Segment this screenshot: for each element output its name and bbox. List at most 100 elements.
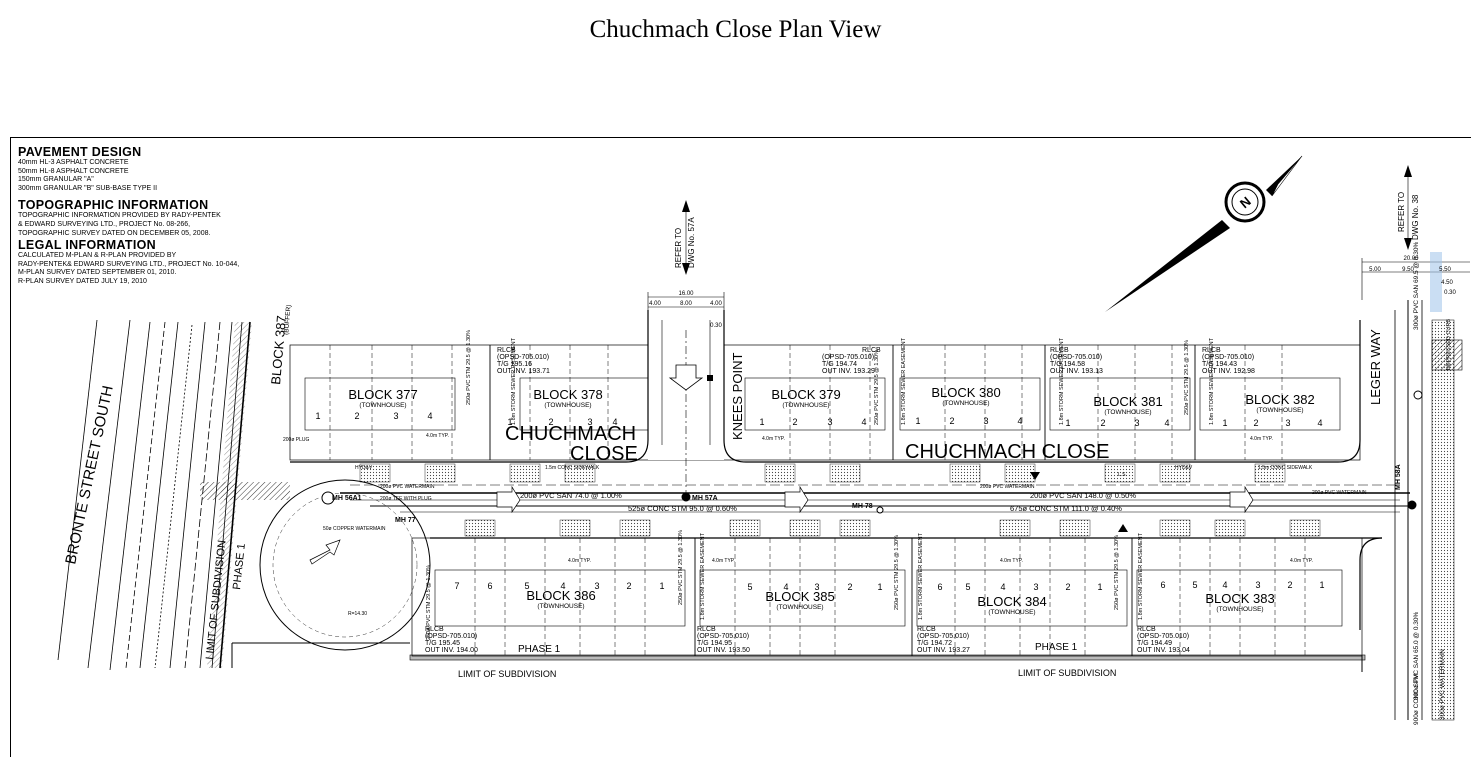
lot-number: 4 xyxy=(1222,580,1227,590)
north-block-names: BLOCK 377 BLOCK 378 BLOCK 379 BLOCK 380 … xyxy=(348,385,1314,409)
knees-point-flow-arrow xyxy=(668,364,704,391)
topo-line: & EDWARD SURVEYING LTD., PROJECT No. 08-… xyxy=(18,220,191,228)
lot-number: 6 xyxy=(937,582,942,592)
service-labels: 200ø PVC WATERMAIN 200ø PVC WATERMAIN 20… xyxy=(283,433,1367,617)
lot-number: 3 xyxy=(814,582,819,592)
dim-45: 4.50 xyxy=(1441,280,1453,286)
block-377-name: BLOCK 377 xyxy=(348,387,417,402)
leger-way-pipe-labels: 300ø PVC SAN 69.5 @ 0.30% 300ø PVC SAN 6… xyxy=(1413,242,1446,725)
south-block-names: BLOCK 386 BLOCK 385 BLOCK 384 BLOCK 383 xyxy=(526,588,1274,609)
entrance-hatch xyxy=(200,482,290,500)
north-lot-numbers: 1 2 3 4 1 2 3 4 1 2 3 4 1 2 3 4 1 2 3 4 … xyxy=(315,411,1322,428)
lot-number: 1 xyxy=(877,582,882,592)
pavement-line: 40mm HL-3 ASPHALT CONCRETE xyxy=(18,159,129,166)
lot-number: 6 xyxy=(1160,580,1165,590)
leger-way-curb-west xyxy=(1337,320,1361,463)
lot-number: 1 xyxy=(759,417,764,427)
rlcb-top-grate: T/G 194.72 xyxy=(917,640,952,647)
pavement-line: 300mm GRANULAR "B" SUB-BASE TYPE II xyxy=(18,184,158,192)
lateral-label: 250ø PVC STM 29.5 @ 1.30% xyxy=(466,330,472,405)
rlcb-spec: (OPSD-705.010) xyxy=(1050,354,1102,361)
lot-number: 6 xyxy=(487,581,492,591)
leger-san-label: 300ø PVC SAN 69.5 @ 0.30% xyxy=(1413,242,1420,330)
limit-of-subdivision-east: LIMIT OF SUBDIVISION xyxy=(1018,668,1116,678)
lot-number: 1 xyxy=(315,411,320,421)
lot-number: 3 xyxy=(1285,418,1290,428)
lot-number: 1 xyxy=(1222,418,1227,428)
lot-number: 3 xyxy=(594,581,599,591)
lot-number: 5 xyxy=(1192,580,1197,590)
driveway-pads xyxy=(359,463,1321,537)
north-block-boundaries xyxy=(489,345,1196,460)
knees-point-west-curb xyxy=(625,310,649,463)
rlcb-top-grate: T/G 194.74 xyxy=(822,361,857,368)
south-building-envelopes xyxy=(434,569,1343,627)
buffer-label: (BUFFER) xyxy=(283,304,293,335)
dim-8: 8.00 xyxy=(680,301,692,307)
rlcb-spec: (OPSD-705.010) xyxy=(497,354,549,361)
leger-way-boulevard xyxy=(1431,319,1455,721)
lateral-label: 250ø PVC STM 29.5 @ 1.30% xyxy=(678,530,684,605)
rlcb-invert: OUT INV. 193.13 xyxy=(1050,368,1103,375)
tee-label: 200ø TEE WITH PLUG xyxy=(380,496,432,502)
lot-number: 2 xyxy=(792,417,797,427)
dim-20: 20.00 xyxy=(1403,256,1419,262)
lot-number: 2 xyxy=(1100,418,1105,428)
rlcb-invert: OUT INV. 193.27 xyxy=(917,647,970,654)
leger-way-label: LEGER WAY xyxy=(1368,329,1383,405)
lot-number: 2 xyxy=(626,581,631,591)
lot-number: 1 xyxy=(659,581,664,591)
phase-1-label-vertical: PHASE 1 xyxy=(231,543,248,590)
rlcb-label: RLCB xyxy=(697,626,716,633)
san-west-label: 200ø PVC SAN 74.0 @ 1.00% xyxy=(520,491,622,500)
rlcb-spec: (OPSD-705.010) xyxy=(697,633,749,640)
typ-dim-label: 4.0m TYP. xyxy=(762,436,785,442)
lot-number: 2 xyxy=(548,417,553,427)
lot-number: 2 xyxy=(847,582,852,592)
block-377-sub: (TOWNHOUSE) xyxy=(359,402,406,409)
pipe-labels: 200ø PVC SAN 74.0 @ 1.00% 525ø CONC STM … xyxy=(520,491,1136,513)
chuchmach-west-label: CHUCHMACH xyxy=(505,423,636,445)
lot-number: 4 xyxy=(612,417,617,427)
block-383-name: BLOCK 383 xyxy=(1205,591,1274,606)
watermain-label-west: 200ø PVC WATERMAIN xyxy=(380,484,435,490)
stm-west-label: 525ø CONC STM 95.0 @ 0.60% xyxy=(628,504,737,513)
typ-dim-label: 4.0m TYP. xyxy=(712,558,735,564)
lot-number: 3 xyxy=(827,417,832,427)
lot-number: 4 xyxy=(560,581,565,591)
south-block-subtitles: (TOWNHOUSE) (TOWNHOUSE) (TOWNHOUSE) (TOW… xyxy=(537,603,1263,616)
dim-16: 16.00 xyxy=(678,291,694,297)
topographic-heading: TOPOGRAPHIC INFORMATION xyxy=(18,198,209,213)
legal-line: R-PLAN SURVEY DATED JULY 19, 2010 xyxy=(18,277,147,285)
refer-57a-line1: REFER TO xyxy=(674,228,683,268)
north-arrow-icon xyxy=(1105,155,1303,312)
refer-38-line2: DWG No. 38 xyxy=(1411,194,1420,240)
lot-number: 5 xyxy=(965,582,970,592)
limit-of-subdivision-west: LIMIT OF SUBDIVISION xyxy=(458,669,556,679)
rlcb-label: RLCB xyxy=(917,626,936,633)
block-381-sub: (TOWNHOUSE) xyxy=(1104,409,1151,416)
lot-number: 2 xyxy=(1287,580,1292,590)
block-384-sub: (TOWNHOUSE) xyxy=(988,609,1035,616)
lot-number: 3 xyxy=(393,411,398,421)
san-east-label: 200ø PVC SAN 148.0 @ 0.50% xyxy=(1030,491,1136,500)
dimension-lines xyxy=(647,170,1470,312)
topo-line: TOPOGRAPHIC SURVEY DATED ON DECEMBER 05,… xyxy=(18,229,211,237)
rlcb-top-grate: T/G 194.43 xyxy=(1202,361,1237,368)
lot-number: 2 xyxy=(949,416,954,426)
typ-dim-label: 4.0m TYP. xyxy=(1250,436,1273,442)
rlcb-spec: (OPSD-705.010) xyxy=(425,633,477,640)
bronte-street-label: BRONTE STREET SOUTH xyxy=(62,384,117,566)
topo-line: TOPOGRAPHIC INFORMATION PROVIDED BY RADY… xyxy=(18,212,221,220)
south-lot-lines xyxy=(474,538,1306,656)
easement-label: 1.8m STORM SEWER EASEMENT xyxy=(918,532,924,620)
rlcb-top-grate: T/G 194.58 xyxy=(1050,361,1085,368)
hydrant-label: HYD&V xyxy=(355,465,373,471)
south-lot-numbers: 7 6 5 4 3 2 1 5 4 3 2 1 6 5 4 3 2 1 6 5 … xyxy=(454,580,1324,592)
leger-san2-label: 300ø PVC SAN 65.0 @ 0.30% xyxy=(1413,612,1420,700)
north-lot-lines xyxy=(329,345,1283,460)
easement-label: 1.8m STORM SEWER EASEMENT xyxy=(1059,337,1065,425)
lot-number: 5 xyxy=(524,581,529,591)
depressed-curb-label: DEPRESSED CURB xyxy=(1446,319,1452,370)
